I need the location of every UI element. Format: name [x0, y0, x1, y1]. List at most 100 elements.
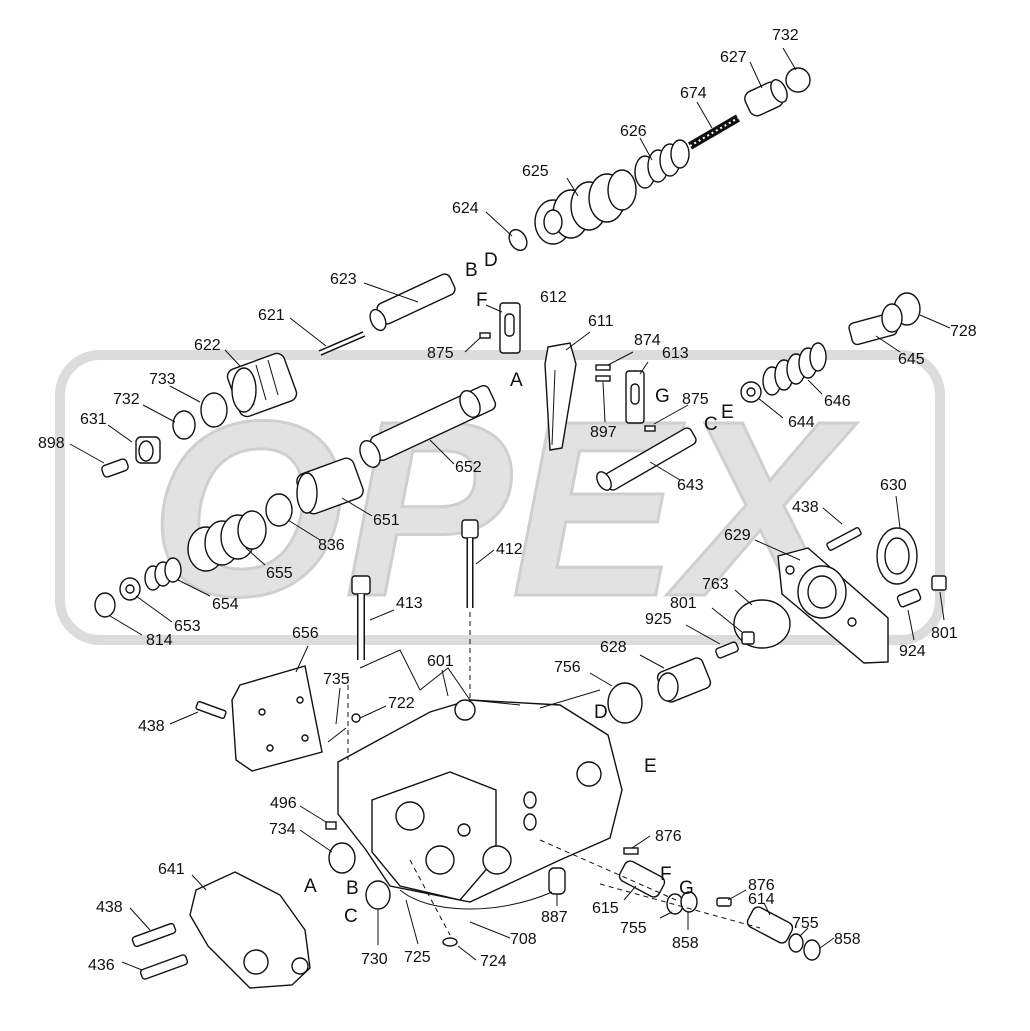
callout-734: 734: [269, 821, 296, 838]
part-615-sleeve: [618, 860, 666, 898]
callout-724: 724: [480, 953, 507, 970]
callout-622: 622: [194, 337, 221, 354]
part-801-nut-a: [741, 631, 755, 645]
callout-614: 614: [748, 891, 775, 908]
callout-875-b: 875: [682, 391, 709, 408]
callout-615: 615: [592, 900, 619, 917]
part-733-oring: [200, 392, 228, 428]
part-897-pin: [595, 375, 611, 382]
part-724-oring: [442, 937, 458, 947]
callout-644: 644: [788, 414, 815, 431]
part-631-collar: [135, 436, 161, 464]
callout-887: 887: [541, 909, 568, 926]
callout-436: 436: [88, 957, 115, 974]
callout-613: 613: [662, 345, 689, 362]
part-611-lever: [544, 342, 577, 451]
callout-801-a: 801: [670, 595, 697, 612]
part-412-bolt: [461, 519, 479, 608]
callout-652: 652: [455, 459, 482, 476]
letter-G-top: G: [655, 386, 670, 407]
part-621-pin: [318, 331, 366, 356]
callout-611: 611: [588, 313, 614, 330]
part-622-spring: [226, 352, 298, 418]
part-874-pin: [595, 364, 611, 371]
part-641-cover: [189, 871, 311, 989]
callout-755-a: 755: [620, 920, 647, 937]
callout-728: 728: [950, 323, 977, 340]
letter-F-top: F: [476, 290, 488, 311]
part-623-spool: [369, 273, 456, 332]
part-730-oring: [365, 880, 391, 910]
part-924-screw: [896, 588, 922, 608]
callout-674: 674: [680, 85, 707, 102]
part-629-cover: [777, 547, 889, 664]
part-858-ring-a: [680, 891, 698, 913]
part-722-oring: [351, 713, 361, 723]
part-646-spring: [762, 342, 827, 396]
part-630-nut: [876, 527, 918, 585]
letter-D-top: D: [484, 250, 498, 271]
callout-898: 898: [38, 435, 65, 452]
part-653-washer: [119, 577, 141, 601]
callout-413: 413: [396, 595, 423, 612]
callout-621: 621: [258, 307, 285, 324]
callout-876-a: 876: [655, 828, 682, 845]
callout-628: 628: [600, 639, 627, 656]
part-732-oring: [785, 67, 811, 93]
letter-A-bottom: A: [304, 876, 317, 897]
part-887-pin: [548, 867, 566, 895]
part-628-plug: [656, 657, 712, 703]
part-876-pin-b: [716, 897, 732, 907]
callout-874: 874: [634, 332, 661, 349]
part-645-plug: [848, 303, 903, 346]
callout-897: 897: [590, 424, 617, 441]
letter-F-bottom: F: [660, 864, 672, 885]
part-732-oring-b: [172, 410, 196, 440]
callout-412: 412: [496, 541, 523, 558]
part-438-bolt-c: [131, 922, 177, 948]
callout-655: 655: [266, 565, 293, 582]
part-735-pin: [327, 727, 347, 743]
part-601-body: [337, 699, 623, 903]
letter-B-top: B: [465, 260, 478, 281]
callout-730: 730: [361, 951, 388, 968]
letter-C-top: C: [704, 414, 718, 435]
part-651-spring: [296, 457, 364, 515]
callout-876-b: 876: [748, 877, 775, 894]
part-614-sleeve: [746, 906, 794, 944]
part-652-spool: [359, 385, 497, 468]
part-436-bolt: [139, 954, 189, 980]
part-858-ring-b: [803, 939, 821, 961]
callout-629: 629: [724, 527, 751, 544]
callout-722: 722: [388, 695, 415, 712]
watermark-text: OPEX: [150, 369, 858, 648]
callout-627: 627: [720, 49, 747, 66]
callout-496: 496: [270, 795, 297, 812]
callout-601: 601: [427, 653, 454, 670]
callout-733: 733: [149, 371, 176, 388]
part-654-spring: [144, 557, 182, 591]
callout-646: 646: [824, 393, 851, 410]
callout-654: 654: [212, 596, 239, 613]
watermark: OPEX: [55, 350, 945, 650]
part-438-bolt-a: [826, 527, 862, 551]
part-438-bolt-b: [195, 700, 227, 720]
part-875-pin-a: [479, 332, 491, 339]
part-674-screw: [687, 114, 741, 150]
leader-lines: [69, 47, 951, 971]
part-644-washer: [740, 381, 762, 403]
callout-858-b: 858: [834, 931, 861, 948]
callout-756: 756: [554, 659, 581, 676]
callout-624: 624: [452, 200, 479, 217]
callout-653: 653: [174, 618, 201, 635]
callout-438-c: 438: [96, 899, 123, 916]
callout-641: 641: [158, 861, 185, 878]
callout-438-b: 438: [138, 718, 165, 735]
callout-925: 925: [645, 611, 672, 628]
callout-725: 725: [404, 949, 431, 966]
callout-623: 623: [330, 271, 357, 288]
callout-labels: 732 627 674 626 625 624 623 612 611 621 …: [38, 27, 977, 974]
letter-G-bottom: G: [679, 878, 694, 899]
part-624-seat: [508, 228, 528, 252]
